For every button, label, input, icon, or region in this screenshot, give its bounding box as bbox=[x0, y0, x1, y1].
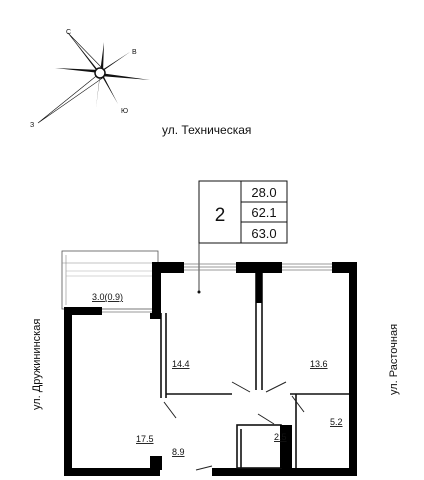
bathroom-wall bbox=[280, 425, 292, 468]
living-area: 28.0 bbox=[251, 185, 276, 200]
rooms-count: 2 bbox=[215, 205, 226, 226]
street-right-label: ул. Расточная bbox=[388, 324, 400, 395]
wc-area: 5.2 bbox=[330, 417, 343, 427]
windows bbox=[102, 263, 332, 313]
wall-stub bbox=[256, 273, 262, 303]
compass-south-label: Ю bbox=[121, 108, 128, 115]
apartment-info-table bbox=[198, 180, 288, 244]
balcony-area: 3.0(0.9) bbox=[92, 292, 123, 302]
doors bbox=[163, 381, 305, 471]
total-area: 62.1 bbox=[251, 205, 276, 220]
compass-rose-icon bbox=[37, 32, 150, 124]
compass-west-label: З bbox=[30, 122, 34, 129]
compass-east-label: В bbox=[132, 49, 137, 56]
interior-walls bbox=[160, 273, 349, 469]
room2-area: 13.6 bbox=[310, 359, 328, 369]
leader-dot bbox=[197, 290, 201, 294]
total-with-balcony: 63.0 bbox=[251, 226, 276, 241]
compass-north-label: С bbox=[66, 29, 71, 36]
wall-corner bbox=[150, 313, 161, 319]
hall-area: 8.9 bbox=[172, 447, 185, 457]
exterior-walls bbox=[64, 262, 357, 476]
room1-area: 14.4 bbox=[172, 359, 190, 369]
street-top-label: ул. Техническая bbox=[162, 123, 251, 137]
bathroom-area: 2.5 bbox=[274, 432, 287, 442]
street-left-label: ул. Дружининская bbox=[31, 319, 43, 410]
kitchen-area: 17.5 bbox=[136, 434, 154, 444]
